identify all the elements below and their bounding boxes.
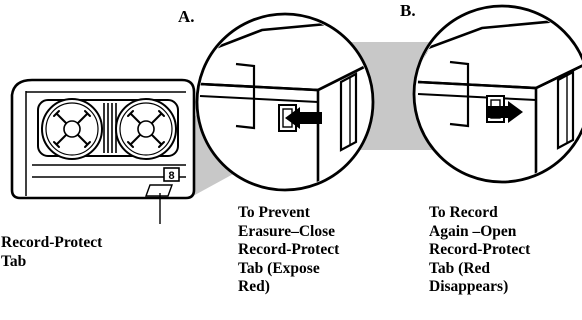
panel-a-label: A. xyxy=(178,7,195,26)
right-reel xyxy=(115,98,177,160)
cassette-number: 8 xyxy=(168,170,174,182)
arrow-close-a xyxy=(285,107,322,129)
caption-prevent-erasure: To Prevent Erasure–Close Record-Protect … xyxy=(238,204,340,295)
left-reel xyxy=(41,98,103,160)
panel-b-label: B. xyxy=(400,1,416,20)
record-protect-tab-callout: Record-Protect Tab xyxy=(1,234,103,270)
side-slot-b xyxy=(556,70,575,150)
caption-record-again: To Record Again –Open Record-Protect Tab… xyxy=(429,204,531,295)
cassette-number-box xyxy=(163,167,180,182)
arrow-open-b xyxy=(488,101,523,123)
side-slot-a xyxy=(339,72,358,152)
cassette: 8 xyxy=(10,78,196,224)
record-protect-tab-slot xyxy=(145,184,173,197)
magnifier-b xyxy=(412,4,582,184)
